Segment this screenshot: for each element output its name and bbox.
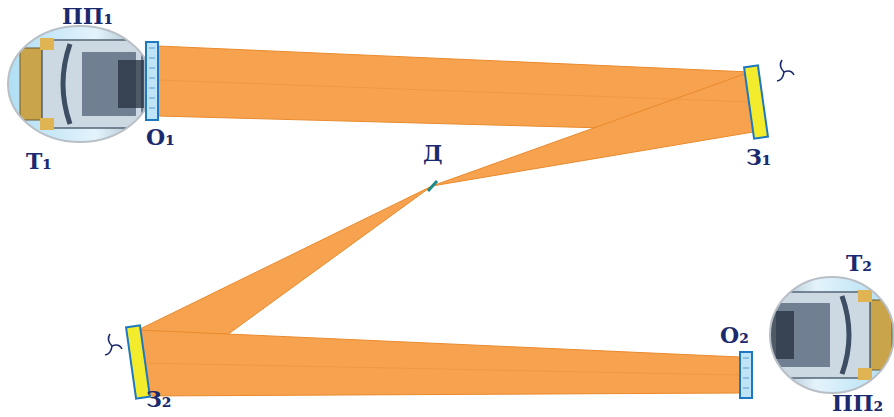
lens bbox=[740, 352, 752, 398]
part-label: З₁ bbox=[746, 146, 772, 168]
diaphragm bbox=[428, 181, 437, 191]
part-label: Д bbox=[423, 142, 443, 164]
adjust-symbol bbox=[105, 60, 794, 355]
mirror bbox=[744, 65, 768, 138]
part-label: Т₂ bbox=[846, 252, 872, 274]
beam-ray bbox=[158, 80, 751, 102]
telescope-outline bbox=[770, 277, 894, 393]
telescope-outline bbox=[8, 26, 152, 142]
part-label: О₂ bbox=[720, 324, 749, 346]
light-beam bbox=[432, 72, 753, 186]
part-label: Т₁ bbox=[26, 150, 52, 172]
light-beam bbox=[138, 330, 740, 396]
lens bbox=[146, 42, 158, 120]
lens-thread bbox=[743, 358, 749, 388]
lens-thread bbox=[149, 48, 155, 108]
telescope bbox=[760, 270, 894, 400]
part-label: О₁ bbox=[146, 126, 175, 148]
part-label: ПП₂ bbox=[832, 392, 883, 414]
part-label: ПП₁ bbox=[62, 5, 113, 27]
part-label: З₂ bbox=[146, 388, 172, 410]
telescope bbox=[0, 20, 160, 150]
beam-ray bbox=[141, 363, 740, 375]
